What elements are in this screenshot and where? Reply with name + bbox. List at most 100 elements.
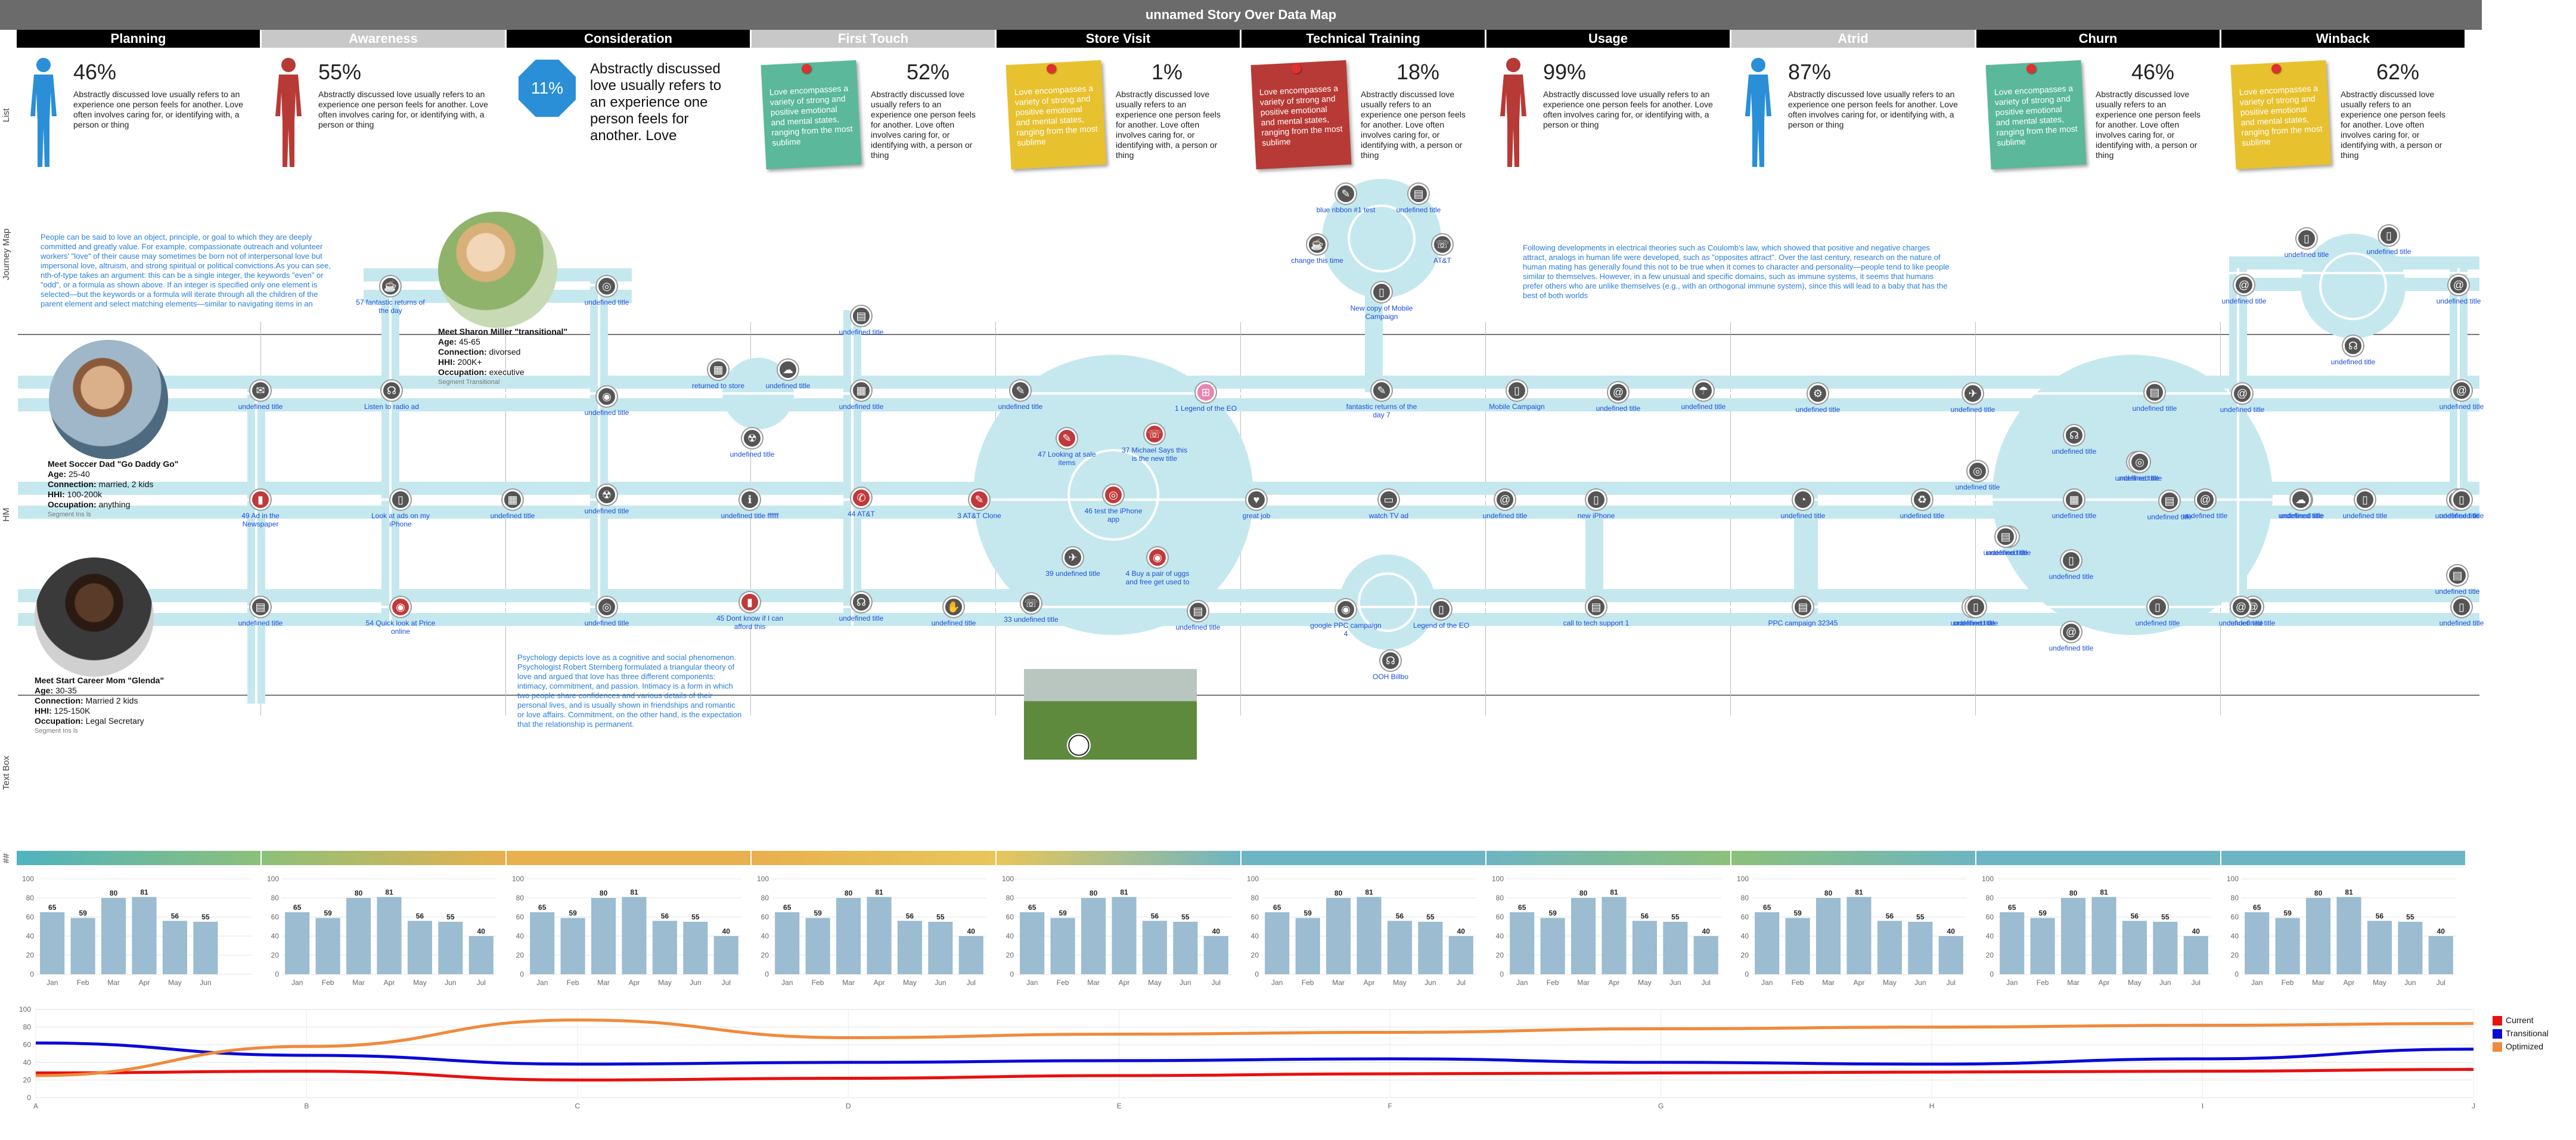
journey-node-target-icon[interactable]: ◉ <box>1336 599 1356 619</box>
bar[interactable] <box>1357 897 1382 974</box>
bar[interactable] <box>377 897 402 974</box>
bar[interactable] <box>285 912 310 974</box>
journey-node-list-icon[interactable]: ▤ <box>2144 382 2165 402</box>
journey-node-label[interactable]: undefined title <box>839 328 884 336</box>
journey-node-label[interactable]: undefined title <box>2436 297 2481 305</box>
journey-node-list-icon[interactable]: ▤ <box>2447 565 2468 586</box>
journey-node-info-icon[interactable]: ℹ <box>740 490 760 510</box>
bar[interactable] <box>132 897 157 974</box>
journey-node-label[interactable]: 49 Ad in the Newspaper <box>241 512 280 528</box>
journey-node-label[interactable]: 33 undefined title <box>1004 615 1059 624</box>
bar[interactable] <box>70 918 95 974</box>
series-line-current[interactable] <box>35 1068 2474 1082</box>
journey-node-cloud-icon[interactable]: ☁ <box>778 360 798 380</box>
bar[interactable] <box>438 922 463 974</box>
journey-node-label[interactable]: undefined title <box>1900 512 1945 520</box>
journey-node-speaker-icon[interactable]: ☊ <box>2343 336 2363 356</box>
journey-node-disc-icon[interactable]: ◉ <box>597 386 617 407</box>
journey-node-label[interactable]: watch TV ad <box>1368 512 1409 520</box>
journey-node-label[interactable]: 57 fantastic returns of the day <box>356 298 425 315</box>
bar[interactable] <box>346 898 371 974</box>
bar[interactable] <box>2183 936 2208 974</box>
bar[interactable] <box>1112 897 1137 974</box>
journey-node-at-icon[interactable]: @ <box>2234 275 2254 295</box>
journey-node-calc-icon[interactable]: ▤ <box>851 306 871 326</box>
journey-node-red-icon[interactable]: ✎ <box>969 490 989 510</box>
journey-node-list-icon[interactable]: ▤ <box>250 597 271 617</box>
journey-node-label[interactable]: PPC campaign 32345 <box>1768 619 1838 627</box>
journey-node-label[interactable]: new iPhone <box>1577 512 1615 520</box>
bar[interactable] <box>1142 921 1167 974</box>
journey-node-label[interactable]: undefined title <box>490 512 535 520</box>
journey-node-label[interactable]: undefined title <box>2279 512 2324 520</box>
journey-node-grid-icon[interactable]: ▦ <box>851 380 871 401</box>
bar[interactable] <box>1020 912 1045 974</box>
bar[interactable] <box>591 898 616 974</box>
journey-node-phone-icon[interactable]: ▯ <box>2061 550 2081 571</box>
bar[interactable] <box>1755 912 1780 974</box>
journey-node-label[interactable]: undefined title <box>1175 623 1221 631</box>
journey-node-label[interactable]: undefined title <box>2284 250 2329 259</box>
legend-item[interactable]: Optimized <box>2493 1040 2549 1053</box>
bar[interactable] <box>958 936 983 974</box>
bar[interactable] <box>1326 898 1351 974</box>
journey-node-target-icon[interactable]: ◎ <box>2130 452 2150 472</box>
stage-technical-training[interactable]: Technical Training <box>1242 30 1485 48</box>
journey-node-at-icon[interactable]: @ <box>2451 380 2472 401</box>
journey-node-label[interactable]: undefined title <box>730 450 775 459</box>
journey-node-label[interactable]: undefined title <box>2115 474 2160 482</box>
bar[interactable] <box>805 918 830 974</box>
journey-node-label[interactable]: undefined title <box>839 614 884 622</box>
bar[interactable] <box>1203 936 1228 974</box>
journey-node-umbrella-icon[interactable]: ☂ <box>1693 380 1714 401</box>
journey-node-label[interactable]: undefined title <box>2330 358 2376 366</box>
journey-node-headset-icon[interactable]: ☊ <box>1380 650 1401 671</box>
journey-node-label[interactable]: undefined title <box>2366 247 2411 256</box>
journey-node-label[interactable]: change this time <box>1291 256 1343 265</box>
journey-node-phone-icon[interactable]: ▯ <box>1431 599 1451 619</box>
legend-item[interactable]: Transitional <box>2493 1027 2549 1040</box>
journey-node-list-icon[interactable]: ▤ <box>1188 601 1208 621</box>
journey-node-label[interactable]: undefined title <box>1681 402 1726 411</box>
stage-atrid[interactable]: Atrid <box>1731 30 1975 48</box>
bar[interactable] <box>315 918 340 974</box>
journey-node-label[interactable]: blue ribbon #1 test <box>1316 206 1376 214</box>
journey-node-label[interactable]: undefined title <box>2183 512 2228 520</box>
bar[interactable] <box>1571 898 1596 974</box>
journey-node-label[interactable]: undefined title <box>998 402 1043 411</box>
journey-node-label[interactable]: google PPC campaign 4 <box>1310 621 1382 638</box>
journey-node-label[interactable]: undefined title <box>765 382 811 390</box>
bar[interactable] <box>867 897 892 974</box>
journey-node-label[interactable]: undefined title <box>238 619 283 627</box>
bar[interactable] <box>407 921 432 974</box>
journey-node-label[interactable]: 4 Buy a pair of uggs and free get used t… <box>1125 569 1190 586</box>
journey-node-radio-icon[interactable]: ☊ <box>851 592 871 612</box>
bar[interactable] <box>2000 912 2025 974</box>
journey-node-tv-icon[interactable]: ▭ <box>1379 490 1399 510</box>
series-line-transitional[interactable] <box>35 1041 2474 1066</box>
bar[interactable] <box>468 936 494 974</box>
bar[interactable] <box>1418 922 1443 974</box>
journey-node-label[interactable]: undefined title <box>1596 404 1641 413</box>
journey-node-label[interactable]: undefined title <box>584 298 629 306</box>
journey-node-store-icon[interactable]: ▦ <box>708 360 728 380</box>
journey-node-red-icon[interactable]: ◉ <box>390 597 411 617</box>
journey-node-label[interactable]: undefined title <box>1953 619 1998 627</box>
journey-node-clock-icon[interactable]: ◔ <box>1793 490 1813 510</box>
bar[interactable] <box>2336 897 2361 974</box>
journey-node-label[interactable]: undefined title <box>238 402 283 411</box>
journey-node-label[interactable]: AT&T <box>1433 256 1451 265</box>
journey-node-label[interactable]: undefined title <box>584 408 629 417</box>
bar[interactable] <box>2398 922 2423 974</box>
journey-node-label[interactable]: undefined title <box>2218 619 2264 627</box>
journey-node-label[interactable]: undefined title <box>2439 512 2484 520</box>
journey-node-pink-icon[interactable]: ⊞ <box>1196 382 1216 402</box>
journey-node-cloud-icon[interactable]: ☁ <box>2291 490 2311 510</box>
journey-node-label[interactable]: undefined title ffffff <box>721 512 779 520</box>
journey-node-edit-icon[interactable]: ✎ <box>1371 380 1392 401</box>
journey-node-grid-icon[interactable]: ▦ <box>2064 490 2084 510</box>
journey-node-label[interactable]: undefined title <box>2221 297 2267 305</box>
stage-consideration[interactable]: Consideration <box>507 30 750 48</box>
journey-node-phone-icon[interactable]: ▯ <box>2355 490 2375 510</box>
journey-node-label[interactable]: Legend of the EO <box>1413 621 1470 630</box>
